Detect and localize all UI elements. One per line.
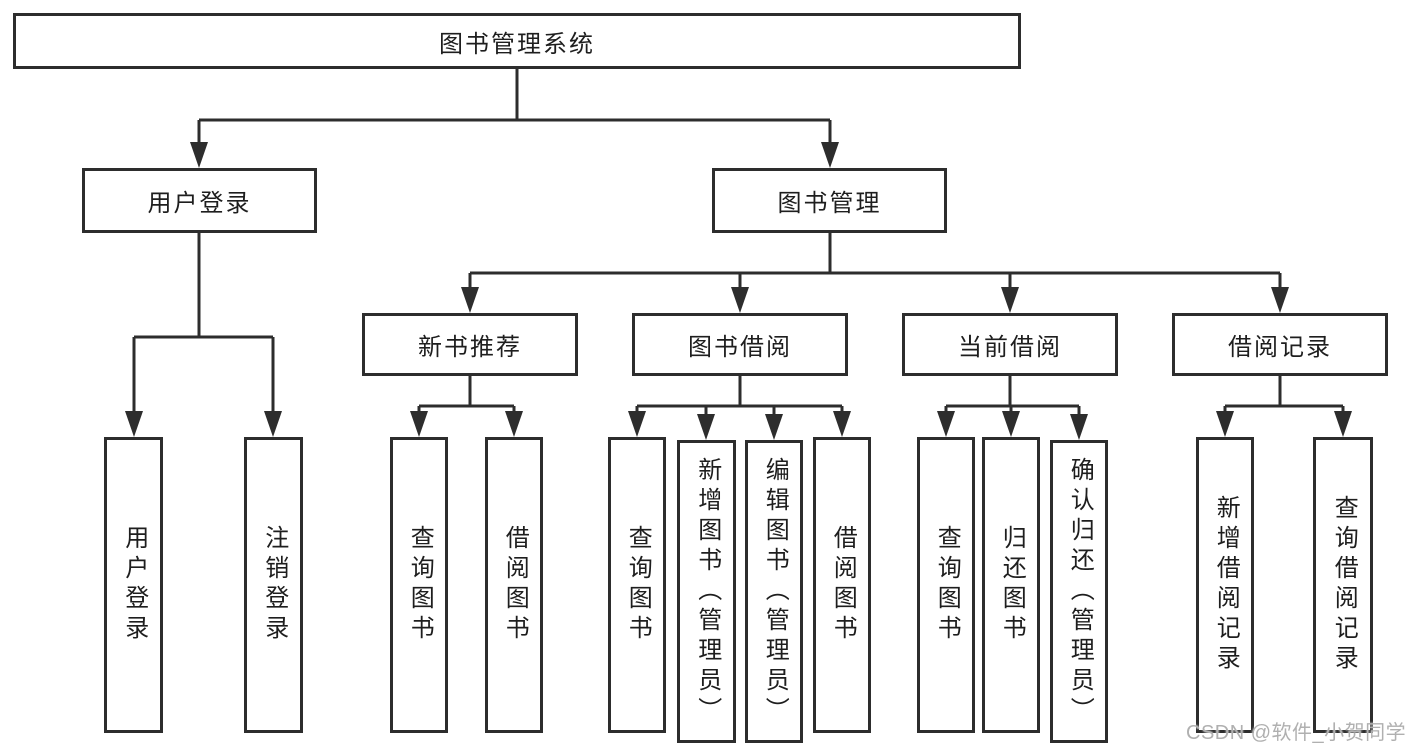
leaf-label: 借阅图书 [829,525,857,645]
leaf-borrow-books-borrowing: 借阅图书 [813,437,871,733]
node-root-system: 图书管理系统 [13,13,1021,69]
connector-path [132,68,1345,418]
leaf-label: 查询借阅记录 [1330,495,1358,675]
arrow-down-icon [1271,287,1289,313]
leaf-label: 归还图书 [998,525,1026,645]
leaf-add-borrow-record: 新增借阅记录 [1196,437,1254,733]
arrow-down-icon [190,142,208,168]
node-borrowing-records: 借阅记录 [1172,313,1388,376]
leaf-add-books-admin: 新增图书（管理员） [677,440,736,743]
leaf-label: 新增借阅记录 [1212,495,1240,675]
node-book-borrowing: 图书借阅 [632,313,848,376]
leaf-query-books-borrowing: 查询图书 [608,437,666,733]
leaf-label: 编辑图书（管理员） [761,456,789,727]
arrow-down-icon [731,287,749,313]
leaf-label: 用户登录 [120,525,148,645]
leaf-logout: 注销登录 [244,437,303,733]
leaf-label: 查询图书 [933,525,961,645]
node-user-login-group: 用户登录 [82,168,317,233]
leaf-user-login: 用户登录 [104,437,163,733]
arrow-down-icon [833,411,851,437]
leaf-query-books-current: 查询图书 [917,437,975,733]
arrow-down-icon [765,414,783,440]
leaf-label: 查询图书 [624,525,652,645]
leaf-query-books-recommend: 查询图书 [390,437,448,733]
leaf-borrow-books-recommend: 借阅图书 [485,437,543,733]
arrow-down-icon [461,287,479,313]
csdn-watermark: CSDN @软件_小贺同学 [1186,722,1405,744]
arrow-down-icon [697,414,715,440]
node-book-management-group: 图书管理 [712,168,947,233]
arrow-down-icon [1001,287,1019,313]
leaf-query-borrow-record: 查询借阅记录 [1313,437,1373,733]
leaf-label: 借阅图书 [501,525,529,645]
leaf-confirm-return-admin: 确认归还（管理员） [1050,440,1108,743]
leaf-return-books: 归还图书 [982,437,1040,733]
arrow-down-icon [821,142,839,168]
arrow-down-icon [264,411,282,437]
arrow-down-icon [1002,411,1020,437]
arrow-down-icon [1070,414,1088,440]
leaf-edit-books-admin: 编辑图书（管理员） [745,440,803,743]
arrow-down-icon [937,411,955,437]
leaf-label: 新增图书（管理员） [693,456,721,727]
arrowheads [125,142,1352,440]
node-current-borrowing: 当前借阅 [902,313,1118,376]
arrow-down-icon [628,411,646,437]
arrow-down-icon [505,411,523,437]
leaf-label: 注销登录 [260,525,288,645]
leaf-label: 查询图书 [406,525,434,645]
arrow-down-icon [410,411,428,437]
node-new-book-recommend: 新书推荐 [362,313,578,376]
leaf-label: 确认归还（管理员） [1066,456,1094,727]
arrow-down-icon [125,411,143,437]
arrow-down-icon [1334,411,1352,437]
arrow-down-icon [1216,411,1234,437]
